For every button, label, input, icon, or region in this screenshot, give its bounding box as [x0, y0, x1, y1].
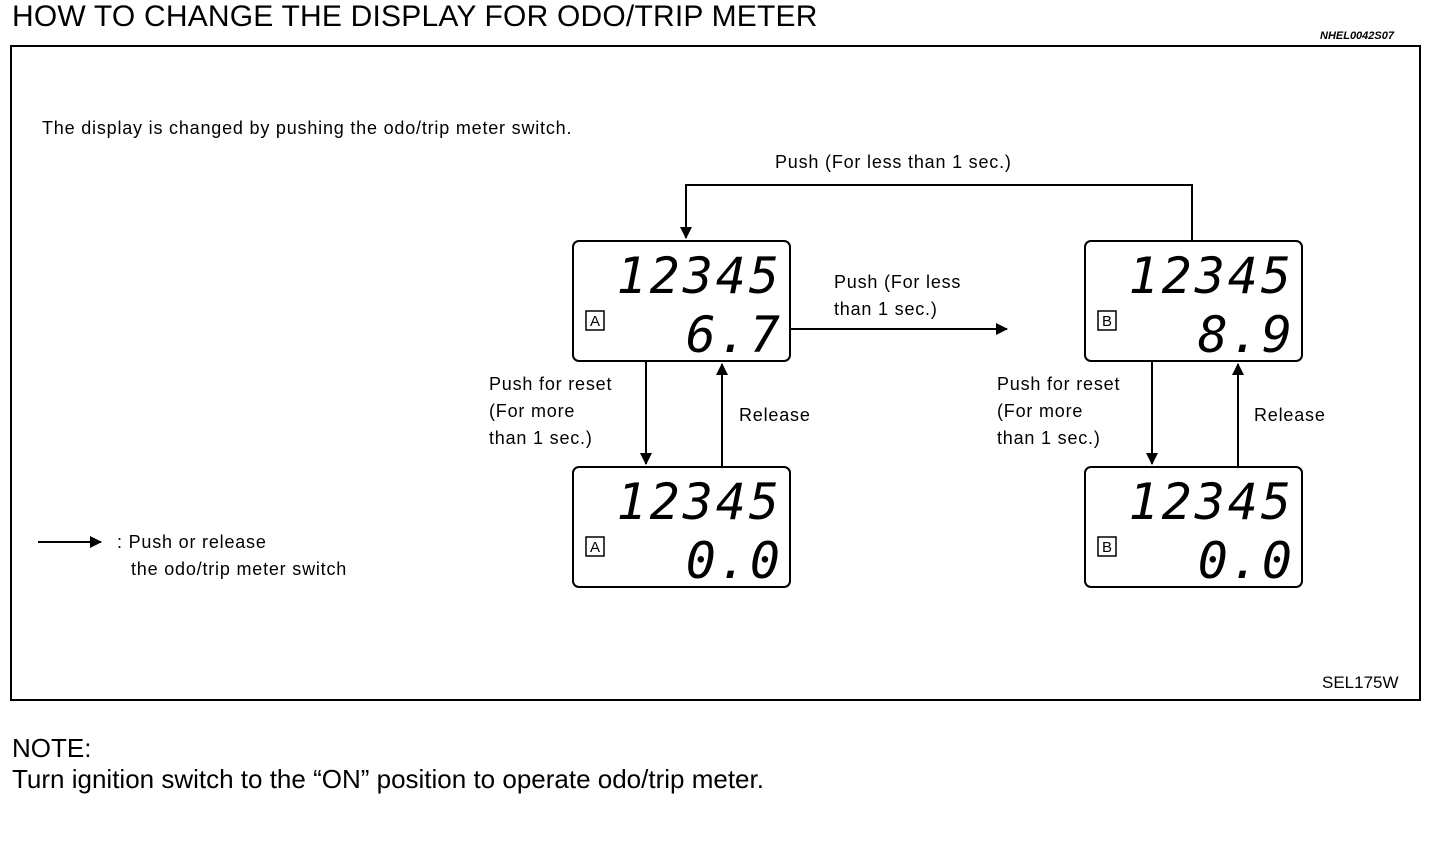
figure-code: SEL175W: [1322, 673, 1399, 692]
left-reset-label-3: than 1 sec.): [489, 428, 593, 448]
legend-line2: the odo/trip meter switch: [131, 559, 347, 579]
odometer-reading: 12345: [1128, 247, 1294, 305]
mode-badge: B: [1102, 313, 1112, 330]
display-frame: [1084, 466, 1303, 588]
note-heading: NOTE:: [12, 733, 92, 763]
top-loop-arrow: [680, 184, 1193, 240]
right-reset-label-1: Push for reset: [997, 374, 1120, 394]
display-frame: [1084, 240, 1303, 362]
mode-badge-box: [585, 536, 605, 557]
trip-reading: 0.0: [686, 532, 782, 590]
left-reset-label-2: (For more: [489, 401, 575, 421]
mode-badge-box: [585, 310, 605, 331]
left-reset-label-1: Push for reset: [489, 374, 612, 394]
right-reset-label-3: than 1 sec.): [997, 428, 1101, 448]
diagram-frame: [10, 45, 1421, 701]
trip-reading: 0.0: [1198, 532, 1294, 590]
middle-label-line1: Push (For less: [834, 272, 961, 292]
odometer-reading: 12345: [616, 247, 782, 305]
mode-badge: A: [590, 313, 600, 330]
trip-reading: 6.7: [686, 306, 782, 364]
odometer-reading: 12345: [1128, 473, 1294, 531]
middle-label-line2: than 1 sec.): [834, 299, 938, 319]
mode-badge-box: [1097, 310, 1117, 331]
mode-badge-box: [1097, 536, 1117, 557]
note-text: Turn ignition switch to the “ON” positio…: [12, 764, 764, 794]
right-release-label: Release: [1254, 405, 1326, 425]
trip-reading: 8.9: [1198, 306, 1294, 364]
display-frame: [572, 240, 791, 362]
left-release-label: Release: [739, 405, 811, 425]
odometer-reading: 12345: [616, 473, 782, 531]
right-reset-label-2: (For more: [997, 401, 1083, 421]
page-title: HOW TO CHANGE THE DISPLAY FOR ODO/TRIP M…: [12, 0, 818, 33]
mode-badge: B: [1102, 539, 1112, 556]
legend-line1: : Push or release: [117, 532, 267, 552]
top-loop-label: Push (For less than 1 sec.): [775, 152, 1012, 172]
intro-text: The display is changed by pushing the od…: [42, 118, 572, 138]
mode-badge: A: [590, 539, 600, 556]
reference-code: NHEL0042S07: [1320, 30, 1394, 42]
display-frame: [572, 466, 791, 588]
